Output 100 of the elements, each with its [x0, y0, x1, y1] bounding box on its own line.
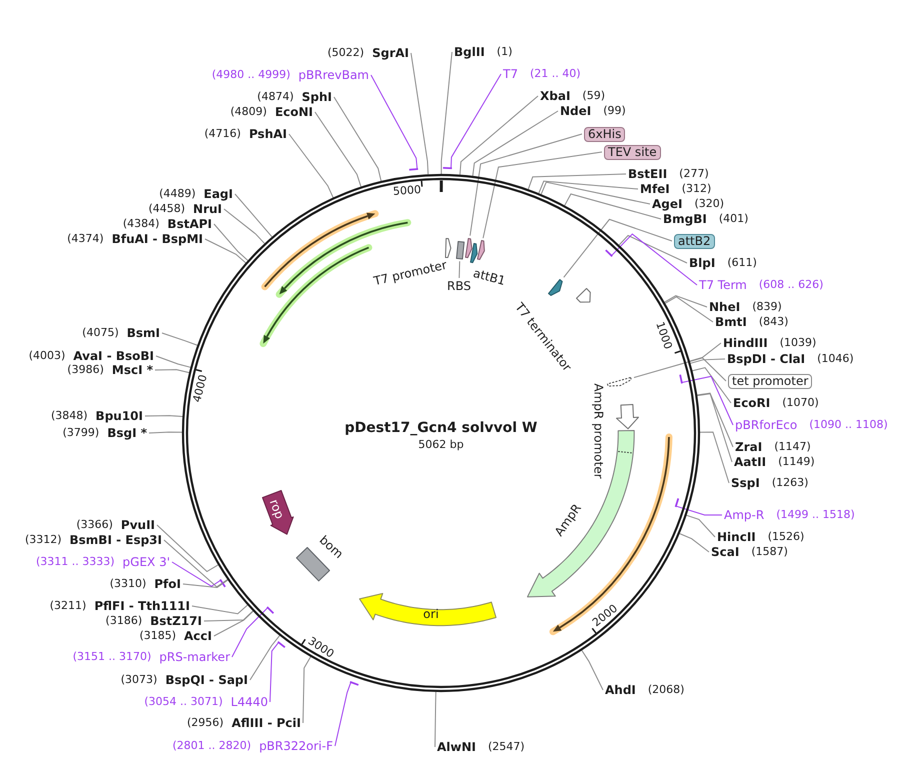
primer-position: (1090 .. 1108): [809, 418, 888, 432]
feature-arc: [358, 592, 498, 628]
enzyme-name: PfoI: [154, 577, 181, 591]
leader-line: [288, 134, 334, 198]
primer-position: (3311 .. 3333): [36, 555, 115, 569]
feature-label: ori: [423, 607, 439, 621]
leader-line: [528, 174, 626, 190]
leader-line: [370, 74, 419, 171]
enzyme-name: BmgBI: [663, 212, 707, 226]
cut-position: (2956): [187, 716, 224, 730]
cut-position: (4003): [28, 349, 66, 363]
enzyme-name: HincII: [717, 530, 756, 544]
leader-line: [314, 112, 362, 188]
leader-line: [270, 640, 286, 702]
leader-line: [538, 180, 638, 194]
leader-line: [664, 295, 708, 308]
cut-position: (99): [603, 104, 626, 118]
leader-line: [214, 224, 248, 261]
cut-position: (3986): [67, 363, 104, 377]
primer-position: (21 .. 40): [530, 67, 581, 81]
primer-name: pBRrevBam: [298, 68, 369, 82]
leader-line: [679, 533, 710, 552]
cut-position: (3186): [106, 614, 142, 628]
leader-line: [250, 635, 280, 680]
leader-line: [154, 369, 190, 374]
enzyme-name: MscI *: [112, 363, 153, 377]
leader-line: [164, 540, 228, 588]
leader-line: [540, 182, 650, 204]
cut-position: (4809): [230, 105, 267, 119]
enzyme-name: BstEII: [628, 167, 668, 181]
enzyme-name: ZraI: [735, 440, 762, 454]
leader-line: [581, 650, 604, 690]
enzyme-name: BstAPI: [167, 217, 212, 231]
scale-label: 5000: [392, 182, 422, 198]
cut-position: (1039): [780, 336, 816, 350]
feature-name-tag: 6xHis: [584, 126, 626, 142]
cut-position: (2547): [488, 740, 525, 754]
leader-line: [633, 357, 726, 382]
cut-position: (1149): [778, 455, 815, 469]
cut-position: (3312): [24, 533, 62, 547]
feature-arrow-icon: [547, 278, 564, 298]
cut-position: (1): [496, 45, 512, 59]
cut-position: (3799): [62, 426, 100, 440]
cut-position: (3073): [120, 673, 158, 687]
leader-line: [692, 367, 732, 404]
enzyme-name: BstZ17I: [150, 614, 202, 628]
primer-position: (2801 .. 2820): [172, 739, 252, 753]
cut-position: (1070): [782, 396, 819, 410]
cut-position: (3310): [110, 577, 146, 591]
leader-line: [148, 432, 182, 434]
feature-name-tag: tet promoter: [728, 374, 812, 388]
cut-position: (320): [694, 197, 724, 211]
cut-position: (1263): [772, 476, 808, 490]
enzyme-name: PshAI: [248, 127, 287, 141]
primer-position: (4980 .. 4999): [212, 68, 290, 82]
leader-line: [182, 580, 228, 588]
feature-arrow-icon: [464, 236, 473, 259]
enzyme-name: BfuAI - BspMI: [112, 232, 203, 246]
cut-position: (312): [682, 182, 712, 196]
primer-name: T7 Term: [699, 278, 747, 292]
leader-line: [224, 208, 265, 244]
enzyme-name: MfeI: [640, 182, 670, 196]
enzyme-name: NheI: [709, 300, 740, 314]
leader-line: [696, 393, 732, 462]
feature-label: RBS: [447, 279, 471, 293]
feature-block-arrow: [261, 488, 295, 536]
cut-position: (4075): [82, 326, 119, 340]
cut-position: (4489): [159, 187, 196, 201]
primer-position: (1499 .. 1518): [776, 508, 855, 522]
enzyme-name: XbaI: [540, 89, 570, 103]
primer-position: (3151 .. 3170): [72, 650, 152, 664]
feature-name-tag: attB2: [674, 234, 715, 248]
leader-line: [604, 233, 698, 286]
leader-line: [563, 218, 672, 278]
enzyme-name: AatII: [734, 455, 766, 469]
feature-arrow-icon: [476, 239, 486, 262]
leader-line: [334, 96, 382, 182]
leader-line: [440, 52, 452, 174]
cut-position: (59): [582, 89, 605, 103]
cut-position: (3185): [139, 629, 176, 643]
primer-name: pBR322ori-F: [259, 739, 333, 753]
enzyme-name: NruI: [193, 202, 222, 216]
cut-position: (1587): [751, 545, 788, 559]
leader-line: [410, 52, 429, 175]
enzyme-name: AflIII - PciI: [232, 716, 301, 730]
feature-label: attB1: [471, 266, 507, 288]
plasmid-name: pDest17_Gcn4 solvvol W: [344, 420, 538, 436]
scale-label: 1000: [653, 320, 675, 350]
enzyme-name: AhdI: [605, 683, 636, 697]
enzyme-name: HindIII: [723, 336, 768, 350]
enzyme-name: BsmI: [126, 326, 160, 340]
cut-position: (1046): [817, 352, 854, 366]
enzyme-name: BsgI *: [107, 426, 147, 440]
cut-position: (3211): [50, 599, 86, 613]
primer-name: Amp-R: [724, 508, 764, 522]
leader-line: [472, 110, 558, 176]
enzyme-name: AgeI: [652, 197, 682, 211]
enzyme-name: AvaI - BsoBI: [73, 349, 154, 363]
enzyme-name: EagI: [204, 187, 233, 201]
enzyme-name: AlwNI: [437, 740, 476, 754]
